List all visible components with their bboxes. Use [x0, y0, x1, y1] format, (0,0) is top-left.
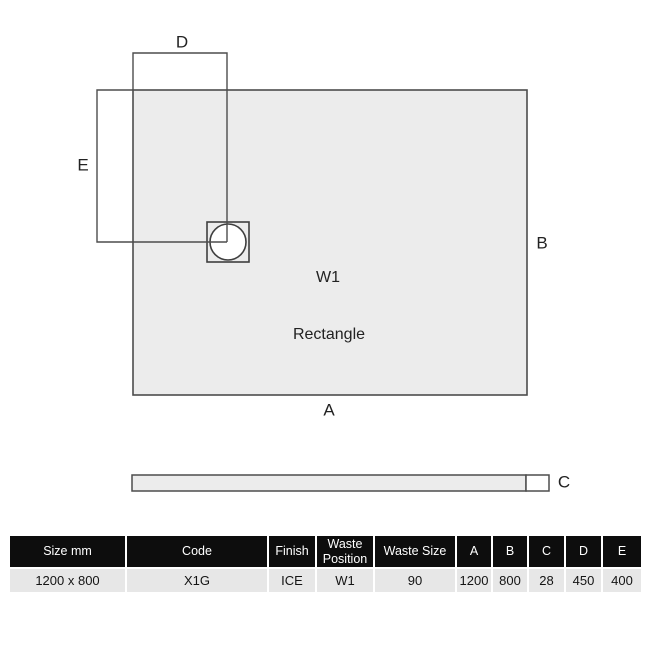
waste-position-label: W1 — [316, 269, 340, 286]
spec-table-header-code: Code — [127, 536, 267, 567]
spec-table-cell-waste-position: W1 — [317, 569, 373, 592]
spec-table-header-waste-size: Waste Size — [375, 536, 455, 567]
spec-table-header-size: Size mm — [10, 536, 125, 567]
dim-label-a: A — [323, 400, 335, 420]
spec-table-cell-e: 400 — [603, 569, 641, 592]
spec-table-cell-a: 1200 — [457, 569, 491, 592]
spec-table: Size mm Code Finish Waste Position Waste… — [10, 536, 641, 592]
side-profile-bar — [131, 474, 527, 492]
spec-table-cell-size: 1200 x 800 — [10, 569, 125, 592]
spec-table-cell-finish: ICE — [269, 569, 315, 592]
dimension-d-bracket — [132, 52, 228, 242]
spec-table-cell-waste-size: 90 — [375, 569, 455, 592]
spec-table-cell-c: 28 — [529, 569, 564, 592]
spec-table-cell-b: 800 — [493, 569, 527, 592]
spec-table-cell-code: X1G — [127, 569, 267, 592]
dim-label-d: D — [175, 32, 189, 52]
side-profile-end-cap — [525, 474, 550, 492]
spec-table-header-waste-position: Waste Position — [317, 536, 373, 567]
dim-label-b: B — [536, 233, 548, 253]
spec-table-cell-d: 450 — [566, 569, 601, 592]
spec-table-header-c: C — [529, 536, 564, 567]
spec-table-header-finish: Finish — [269, 536, 315, 567]
dim-label-e: E — [77, 155, 89, 175]
spec-table-header-e: E — [603, 536, 641, 567]
dim-label-c: C — [557, 472, 571, 492]
dimension-e-bracket — [96, 89, 227, 243]
spec-table-header-a: A — [457, 536, 491, 567]
spec-table-header-d: D — [566, 536, 601, 567]
spec-table-header-b: B — [493, 536, 527, 567]
shape-type-label: Rectangle — [292, 326, 366, 343]
